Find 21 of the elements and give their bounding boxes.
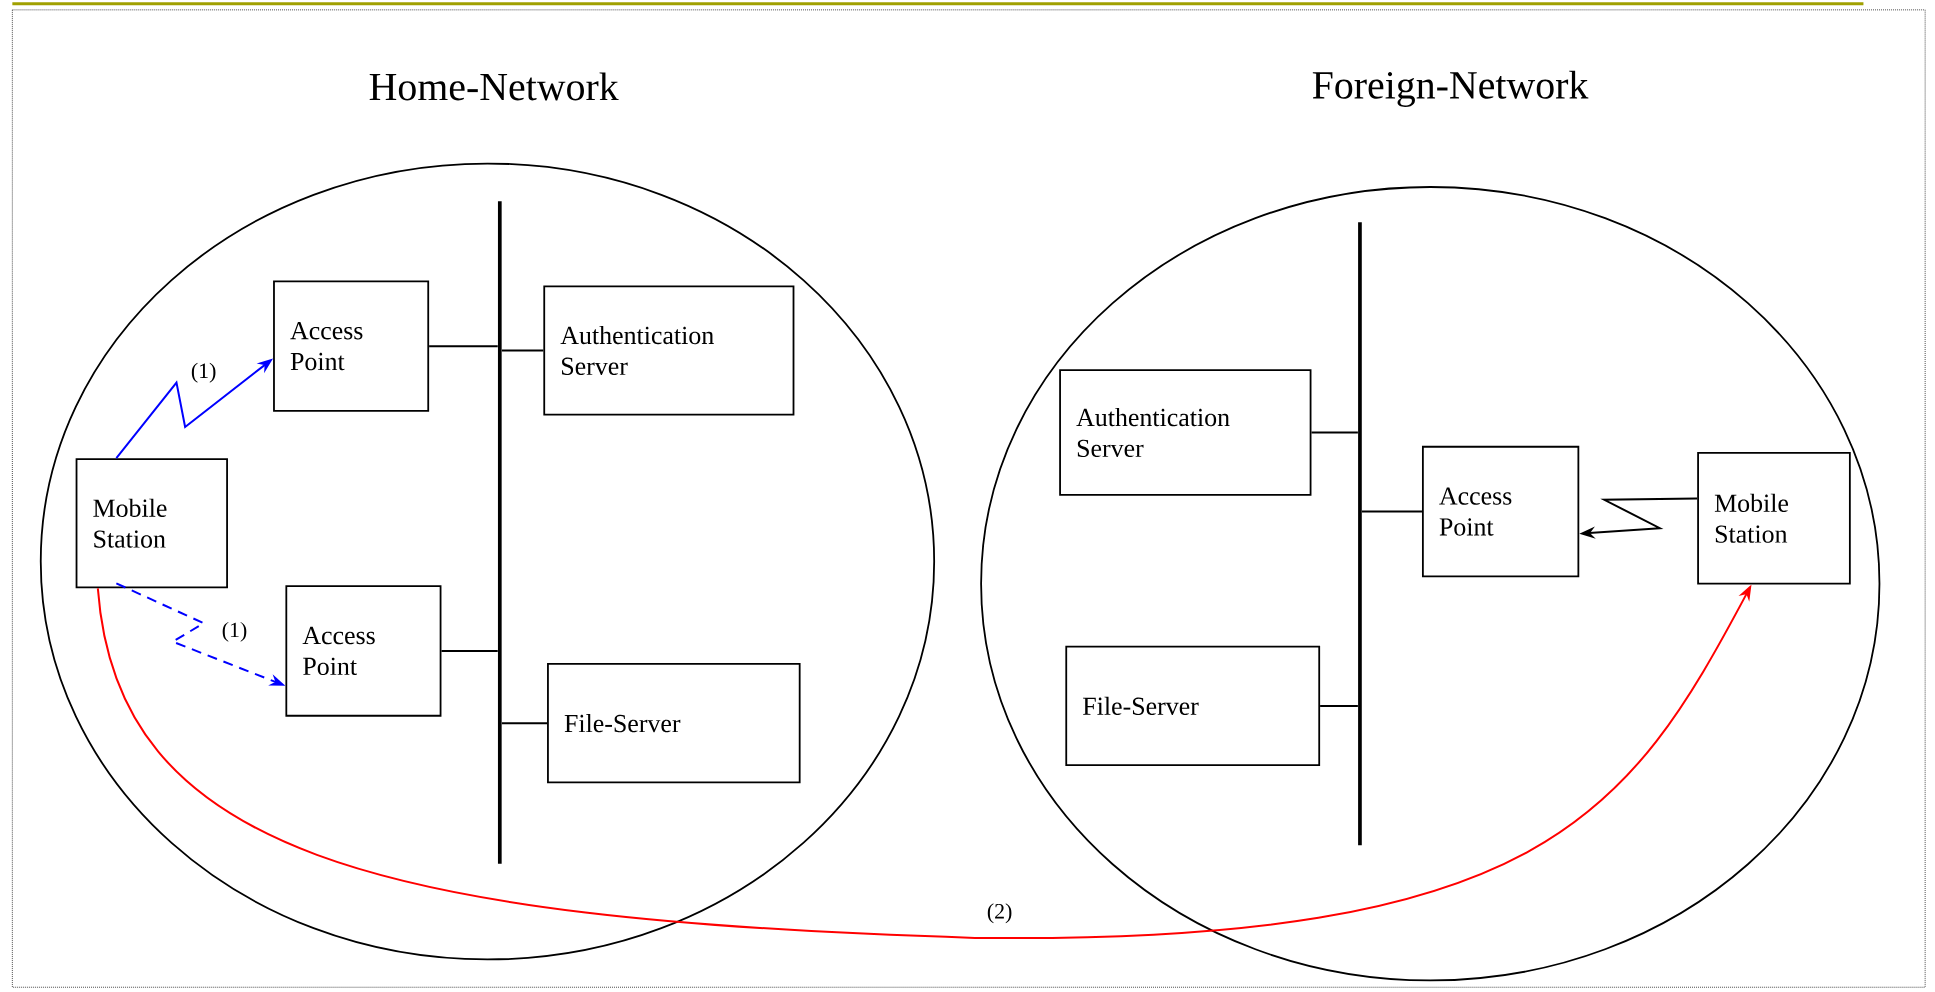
device-box: Mobile Station (1697, 451, 1851, 585)
device-box: Authentication Server (543, 285, 795, 416)
device-box: Mobile Station (75, 458, 228, 589)
edge-label: (1) (191, 362, 216, 383)
device-box: Authentication Server (1059, 369, 1312, 496)
edge-label: (1) (222, 621, 247, 642)
connector-line (1319, 704, 1359, 707)
edge-label: (2) (987, 903, 1012, 924)
connector-line (428, 345, 499, 348)
node-label: Foreign-Network (1312, 70, 1589, 107)
device-box: File-Server (1065, 645, 1321, 766)
device-box: File-Server (547, 662, 801, 784)
node-label: Home-Network (369, 72, 619, 101)
connector-line (440, 649, 499, 652)
connector-line (500, 722, 549, 725)
device-box: Access Point (273, 280, 430, 412)
device-box: Access Point (285, 585, 442, 717)
connector-line (1361, 510, 1423, 513)
connector-line (1310, 431, 1359, 434)
connector-line (500, 349, 545, 352)
device-box: Access Point (1422, 445, 1580, 578)
